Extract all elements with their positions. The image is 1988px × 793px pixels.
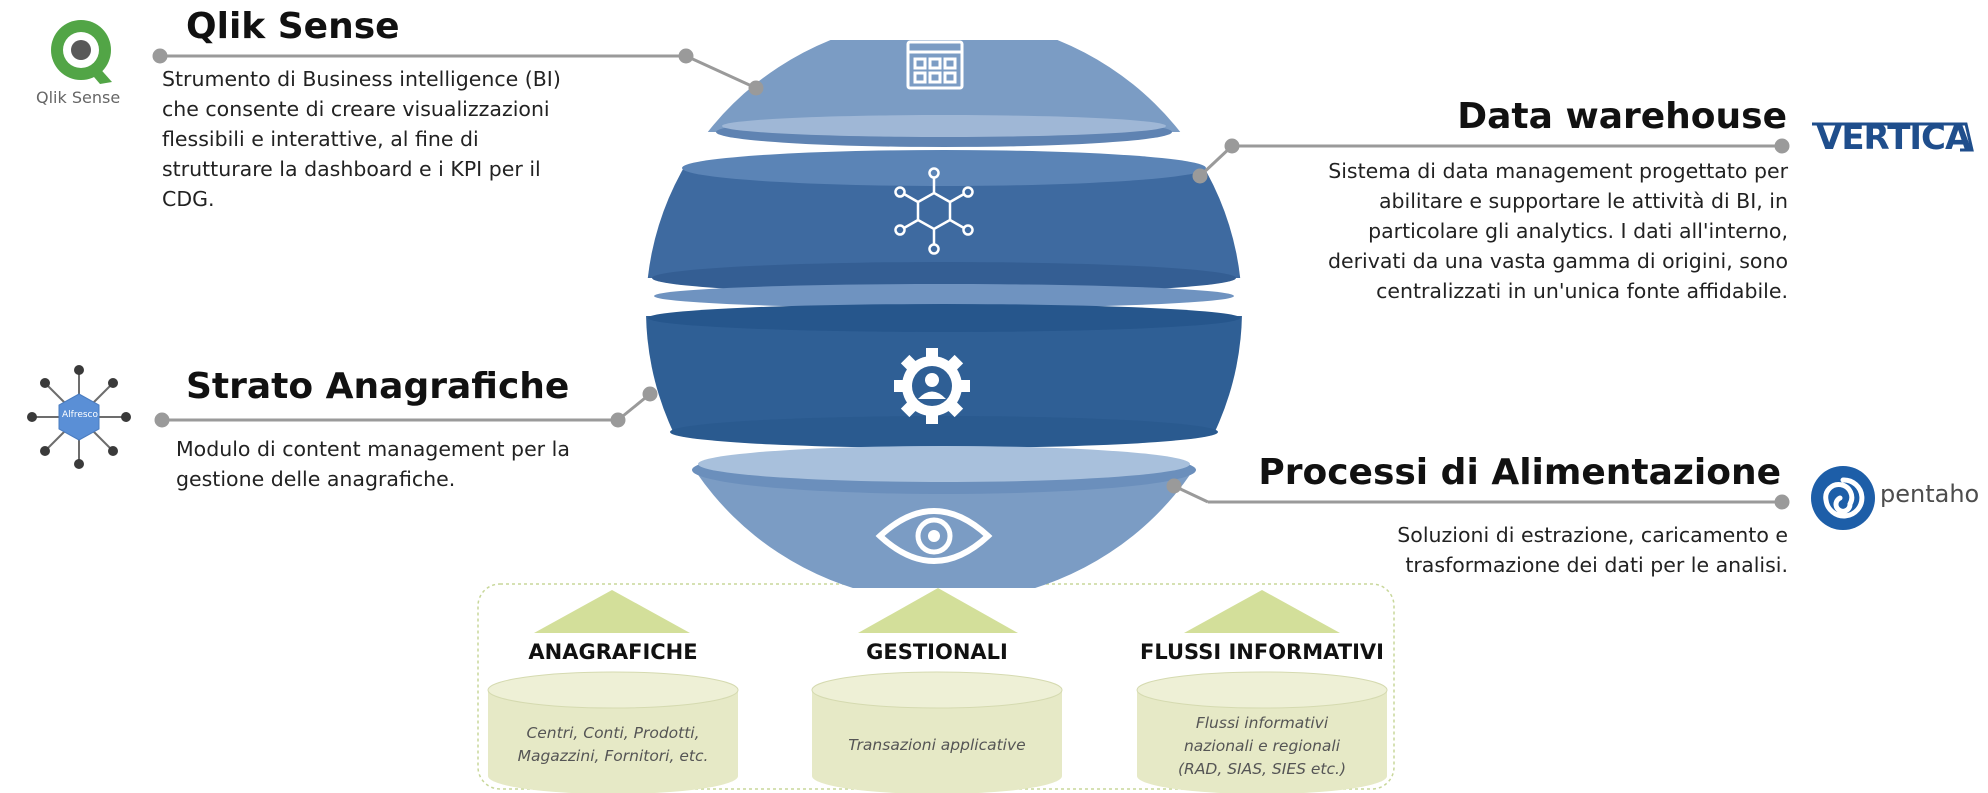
warehouse-description: Sistema di data management progettato pe… <box>1228 156 1788 306</box>
source-desc-line: nazionali e regionali <box>1183 737 1341 755</box>
source-anagrafiche-title: ANAGRAFICHE <box>528 640 698 664</box>
vertica-logo <box>1812 122 1974 152</box>
source-desc-line: Flussi informativi <box>1195 714 1329 732</box>
warehouse-title: Data warehouse <box>1457 96 1787 137</box>
hub-network-icon <box>27 365 131 469</box>
source-gestionali-shape <box>811 588 1063 793</box>
connector-warehouse <box>1192 138 1790 184</box>
source-desc-line: (RAD, SIAS, SIES etc.) <box>1178 760 1346 778</box>
gear-user-icon <box>894 348 970 424</box>
alimentazione-desc-line: trasformazione dei dati per le analisi. <box>1405 553 1788 577</box>
warehouse-desc-line: centralizzati in un'unica fonte affidabi… <box>1376 279 1788 303</box>
qlik-desc-line: CDG. <box>162 187 215 211</box>
source-desc-line: Centri, Conti, Prodotti, <box>526 724 700 742</box>
pentaho-logo-text: pentaho <box>1880 480 1980 508</box>
connector-qlik <box>152 48 764 96</box>
qlik-description: Strumento di Business intelligence (BI) … <box>162 64 622 214</box>
qlik-desc-line: flessibili e interattive, al fine di <box>162 127 479 151</box>
alimentazione-title: Processi di Alimentazione <box>1258 452 1781 493</box>
source-anagrafiche-shape <box>487 590 739 793</box>
globe-layer-presentation <box>707 40 1181 147</box>
network-hexagon-icon <box>894 167 974 255</box>
connector-anagrafiche <box>154 386 658 428</box>
qlik-title: Qlik Sense <box>186 6 400 47</box>
qlik-logo-text: Qlik Sense <box>36 88 121 107</box>
connector-alimentazione <box>1166 478 1790 510</box>
warehouse-desc-line: abilitare e supportare le attività di BI… <box>1378 189 1788 213</box>
source-anagrafiche-desc: Centri, Conti, Prodotti, Magazzini, Forn… <box>488 722 738 768</box>
qlik-desc-line: strutturare la dashboard e i KPI per il <box>162 157 541 181</box>
alimentazione-description: Soluzioni di estrazione, caricamento e t… <box>1288 520 1788 580</box>
qlik-desc-line: che consente di creare visualizzazioni <box>162 97 550 121</box>
source-gestionali-title: GESTIONALI <box>866 640 1008 664</box>
source-gestionali-desc: Transazioni applicative <box>812 734 1062 757</box>
spiral-icon <box>1811 466 1875 530</box>
source-desc-line: Transazioni applicative <box>848 736 1026 754</box>
warehouse-desc-line: particolare gli analytics. I dati all'in… <box>1368 219 1788 243</box>
qlik-desc-line: Strumento di Business intelligence (BI) <box>162 67 561 91</box>
source-flussi-desc: Flussi informativi nazionali e regionali… <box>1137 712 1387 781</box>
anagrafiche-desc-line: gestione delle anagrafiche. <box>176 467 456 491</box>
eye-icon <box>875 508 993 564</box>
anagrafiche-description: Modulo di content management per la gest… <box>176 434 636 494</box>
warehouse-desc-line: derivati da una vasta gamma di origini, … <box>1327 249 1788 273</box>
qlik-logo-icon <box>51 20 112 84</box>
alimentazione-desc-line: Soluzioni di estrazione, caricamento e <box>1397 523 1788 547</box>
source-flussi-shape <box>1136 590 1388 793</box>
dashboard-icon <box>906 40 964 90</box>
source-flussi-title: FLUSSI INFORMATIVI <box>1140 640 1384 664</box>
anagrafiche-title: Strato Anagrafiche <box>186 366 570 407</box>
anagrafiche-desc-line: Modulo di content management per la <box>176 437 570 461</box>
globe-layer-alimentazione <box>692 446 1196 588</box>
source-desc-line: Magazzini, Fornitori, etc. <box>517 747 709 765</box>
vertica-logo-text: VERTICA <box>1816 118 1971 158</box>
warehouse-desc-line: Sistema di data management progettato pe… <box>1328 159 1788 183</box>
alfresco-logo-text: Alfresco <box>62 410 99 420</box>
